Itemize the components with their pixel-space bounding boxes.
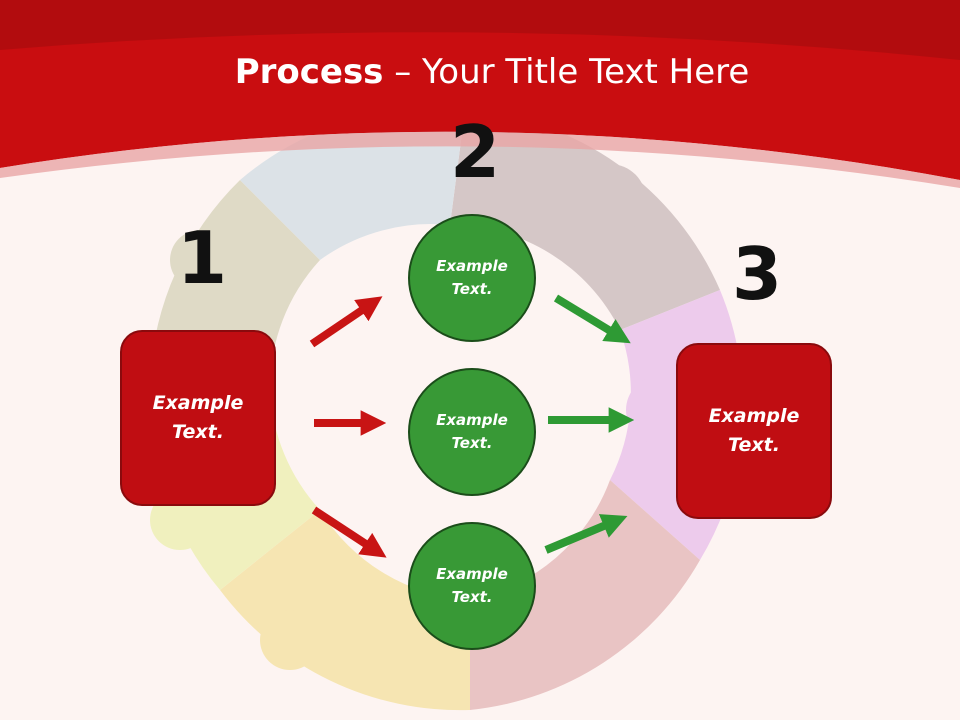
step-3-text: Example Text. [708,405,800,456]
slide-title: Process – Your Title Text Here [0,52,960,92]
step-2-text-top: Example Text. [436,257,508,298]
step-number-3: 3 [732,232,783,316]
step-3-box[interactable]: Example Text. [676,343,832,519]
header-band [0,0,960,180]
header-swoosh [0,131,960,188]
step-number-1: 1 [177,216,228,300]
step-1-box[interactable]: Example Text. [120,330,276,506]
step-1-text: Example Text. [152,392,244,443]
title-rest: – Your Title Text Here [383,52,750,92]
step-2-circle-bottom[interactable]: Example Text. [408,522,536,650]
step-2-text-bottom: Example Text. [436,565,508,606]
step-2-text-middle: Example Text. [436,411,508,452]
step-2-circle-top[interactable]: Example Text. [408,214,536,342]
title-bold: Process [234,52,384,92]
step-number-2: 2 [450,110,501,194]
step-2-circle-middle[interactable]: Example Text. [408,368,536,496]
